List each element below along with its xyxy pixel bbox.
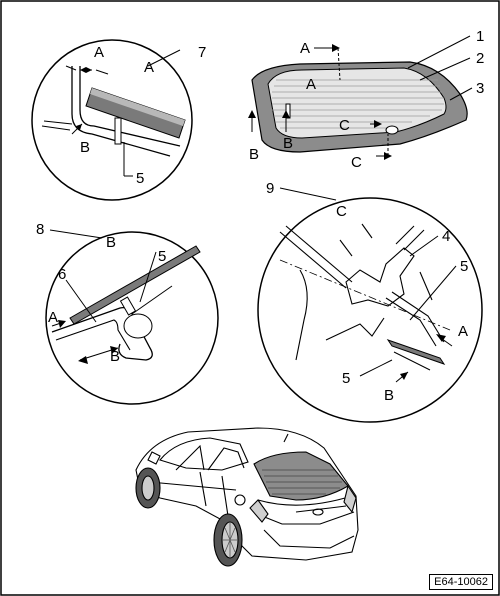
detail-a: A A 7 B 5: [31, 39, 206, 201]
callout-5: 5: [136, 170, 144, 187]
callout-5: 5: [460, 258, 468, 275]
callout-2: 2: [476, 50, 484, 67]
label-c: C: [336, 203, 347, 220]
label-c: C: [351, 154, 362, 171]
label-a: A: [306, 76, 316, 93]
label-b: B: [384, 387, 394, 404]
label-c: C: [339, 117, 350, 134]
callout-9: 9: [266, 180, 274, 197]
callout-4: 4: [442, 228, 450, 245]
label-a: A: [300, 40, 310, 57]
label-a: A: [94, 44, 104, 61]
callout-7: 7: [198, 44, 206, 61]
detail-c: 9 C 4 5 A 5 B: [257, 180, 483, 423]
car-rear-view: [135, 427, 359, 567]
label-b: B: [80, 139, 90, 156]
rear-window-overview: A A C B B C 1 2 3: [248, 28, 484, 171]
label-b: B: [106, 234, 116, 251]
label-a: A: [48, 309, 58, 326]
detail-b: 8 B 5 6 A B: [36, 221, 219, 405]
label-b: B: [110, 348, 120, 365]
label-b: B: [249, 146, 259, 163]
callout-3: 3: [476, 80, 484, 97]
figure-reference-number: E64-10062: [429, 574, 493, 590]
callout-1: 1: [476, 28, 484, 45]
label-a: A: [458, 323, 468, 340]
label-b: B: [283, 135, 293, 152]
callout-8: 8: [36, 221, 44, 238]
label-a: A: [144, 59, 154, 76]
callout-5: 5: [342, 370, 350, 387]
callout-5: 5: [158, 248, 166, 265]
callout-6: 6: [58, 266, 66, 283]
